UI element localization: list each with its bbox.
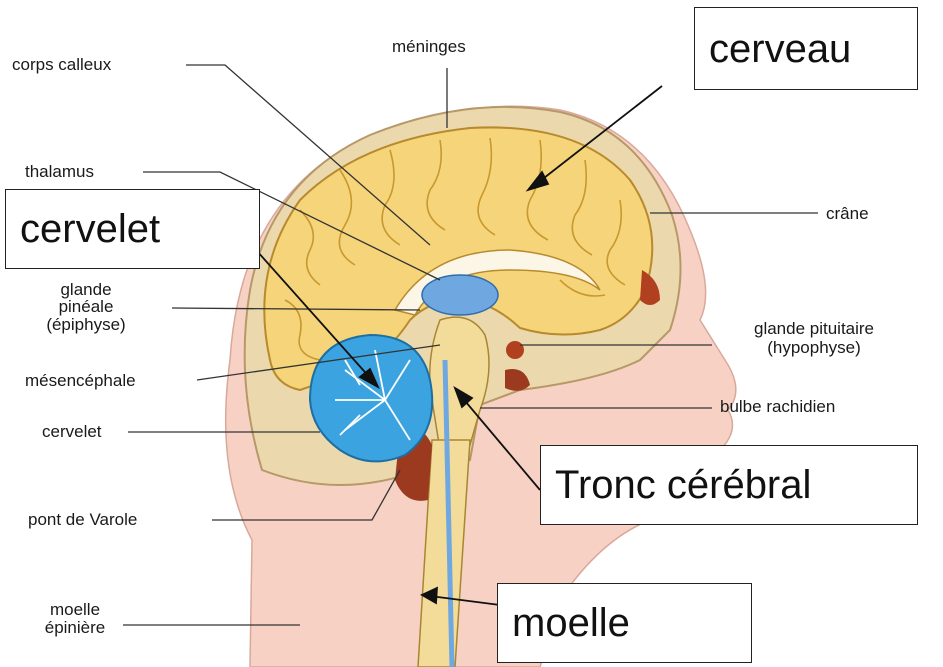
callout-cerveau: cerveau xyxy=(694,7,918,90)
callout-cerveau-text: cerveau xyxy=(709,29,851,69)
label-crane: crâne xyxy=(826,205,869,222)
label-thalamus: thalamus xyxy=(25,163,94,180)
callout-moelle: moelle xyxy=(497,583,752,663)
label-glande-pituitaire-1: glande pituitaire xyxy=(714,320,914,337)
label-pont-de-varole: pont de Varole xyxy=(28,511,137,528)
label-cervelet: cervelet xyxy=(42,423,102,440)
label-meninges: méninges xyxy=(392,38,466,55)
label-moelle-epiniere-1: moelle xyxy=(16,601,134,618)
label-glande-pineale-1: glande xyxy=(16,281,156,298)
callout-moelle-text: moelle xyxy=(512,603,630,643)
label-glande-pineale-3: (épiphyse) xyxy=(16,316,156,333)
label-corps-calleux: corps calleux xyxy=(12,56,111,73)
callout-cervelet-text: cervelet xyxy=(20,209,160,249)
thalamus-region xyxy=(422,275,498,315)
callout-cervelet: cervelet xyxy=(5,189,260,269)
callout-tronc-cerebral: Tronc cérébral xyxy=(540,445,918,525)
label-bulbe-rachidien: bulbe rachidien xyxy=(720,398,835,415)
label-glande-pituitaire-2: (hypophyse) xyxy=(714,339,914,356)
label-glande-pineale-2: pinéale xyxy=(16,298,156,315)
label-mesencephale: mésencéphale xyxy=(25,372,136,389)
pituitary xyxy=(506,341,524,359)
label-moelle-epiniere-2: épinière xyxy=(16,619,134,636)
callout-tronc-cerebral-text: Tronc cérébral xyxy=(555,465,811,505)
